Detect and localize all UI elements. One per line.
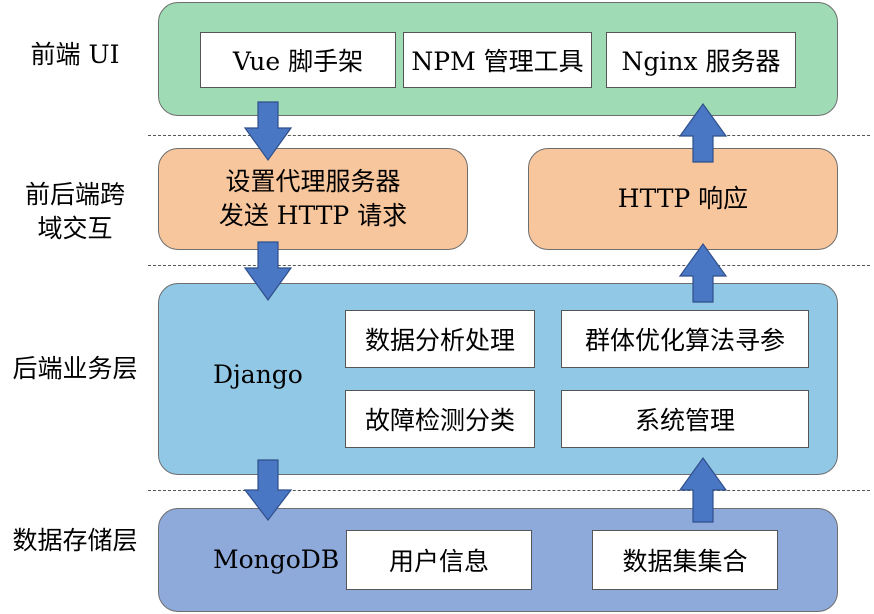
http-response-box	[528, 148, 838, 250]
nginx-server-box: Nginx 服务器	[606, 32, 796, 88]
layer-label-cross-domain-line-2: 域交互	[37, 214, 113, 243]
arrow-up-response-to-frontend	[678, 102, 728, 163]
swarm-optimization-box: 群体优化算法寻参	[561, 310, 809, 368]
separator-3	[148, 490, 870, 491]
npm-tool-box: NPM 管理工具	[403, 32, 592, 88]
arrow-down-proxy-to-backend	[243, 241, 293, 302]
mongodb-label: MongoDB	[213, 545, 340, 574]
user-info-box: 用户信息	[346, 530, 532, 590]
layer-label-cross-domain: 前后端跨 域交互	[0, 178, 150, 246]
fault-detection-box: 故障检测分类	[345, 390, 535, 448]
arrow-down-frontend-to-proxy	[243, 101, 293, 162]
arrow-down-backend-to-storage	[243, 459, 293, 521]
arrow-up-storage-to-backend	[678, 456, 728, 523]
django-label: Django	[213, 360, 303, 389]
system-management-box: 系统管理	[561, 390, 809, 448]
layer-label-frontend: 前端 UI	[30, 40, 120, 69]
proxy-request-text: 设置代理服务器 发送 HTTP 请求	[158, 148, 468, 250]
layer-label-backend: 后端业务层	[12, 354, 138, 383]
http-response-text: HTTP 响应	[617, 184, 749, 213]
proxy-request-line-2: 发送 HTTP 请求	[218, 201, 408, 230]
layer-label-cross-domain-line-1: 前后端跨	[24, 180, 125, 209]
dataset-collection-box: 数据集集合	[592, 530, 778, 590]
proxy-request-box	[158, 148, 468, 250]
data-analysis-box: 数据分析处理	[345, 310, 535, 368]
proxy-request-line-1: 设置代理服务器	[225, 167, 401, 196]
arrow-up-backend-to-response	[678, 242, 728, 303]
separator-2	[148, 265, 870, 266]
vue-scaffold-box: Vue 脚手架	[200, 32, 396, 88]
separator-1	[148, 135, 870, 136]
layer-label-storage: 数据存储层	[12, 526, 138, 555]
